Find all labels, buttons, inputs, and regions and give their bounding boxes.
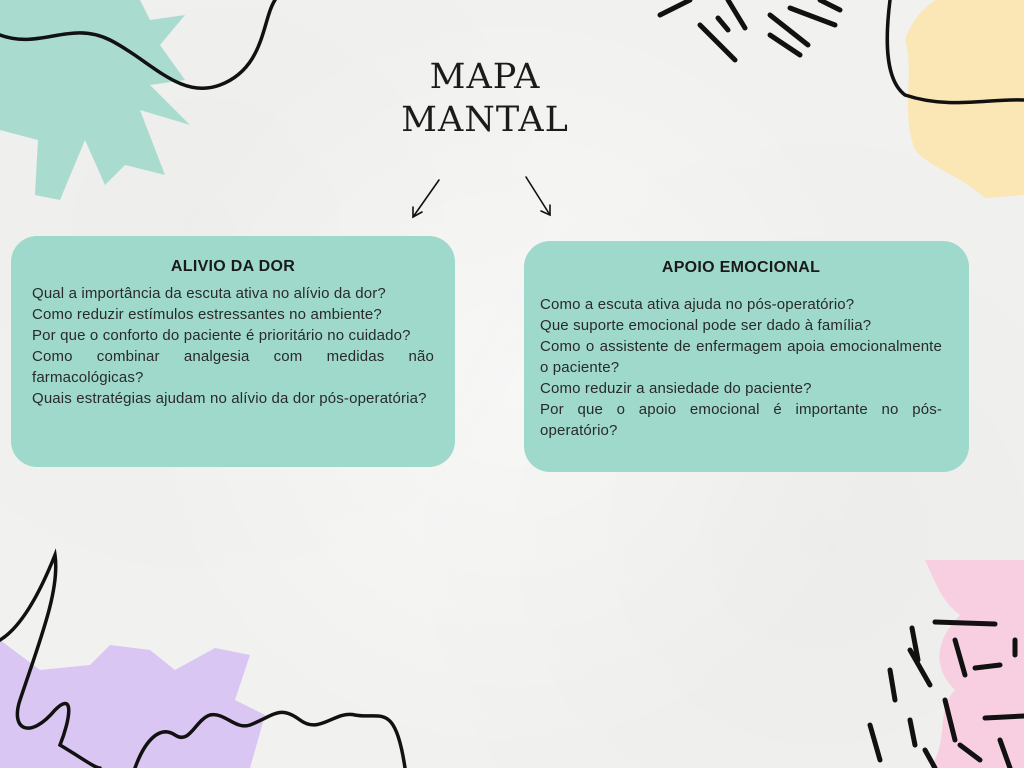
- squiggle-line-bottom-left: [0, 548, 102, 768]
- question-item: Qual a importância da escuta ativa no al…: [32, 285, 386, 302]
- dash-marks-bottom-right: [867, 619, 1024, 768]
- yellow-blob-shape: [905, 0, 1024, 198]
- mint-burst-shape: [0, 0, 190, 200]
- arrow-left-icon: [412, 179, 440, 219]
- question-item: Por que o apoio emocional é importante n…: [540, 401, 942, 439]
- pink-blob-shape: [925, 560, 1024, 768]
- page-title-line-1: MAPA: [429, 57, 541, 97]
- dash-marks-top: [657, 0, 843, 63]
- question-item: Quais estratégias ajudam no alívio da do…: [32, 390, 427, 407]
- question-item: Como o assistente de enfermagem apoia em…: [540, 338, 942, 376]
- question-item: Que suporte emocional pode ser dado à fa…: [540, 317, 872, 334]
- question-item: Como combinar analgesia com medidas não …: [32, 348, 434, 386]
- card-apoio-emocional: APOIO EMOCIONAL Como a escuta ativa ajud…: [524, 241, 969, 472]
- question-item: Como reduzir estímulos estressantes no a…: [32, 306, 382, 323]
- question-item: Como a escuta ativa ajuda no pós-operató…: [540, 296, 855, 313]
- lavender-splash-shape: [0, 640, 265, 768]
- card-heading: APOIO EMOCIONAL: [661, 259, 821, 276]
- squiggle-outline-top-right: [885, 0, 1024, 105]
- arrow-right-icon: [525, 176, 551, 217]
- question-item: Por que o conforto do paciente é priorit…: [32, 327, 411, 344]
- squiggle-line-top-left: [0, 0, 277, 91]
- question-item: Como reduzir a ansiedade do paciente?: [540, 380, 812, 397]
- question-list: Como a escuta ativa ajuda no pós-operató…: [540, 294, 942, 441]
- squiggle-wave-bottom: [133, 710, 407, 768]
- question-list: Qual a importância da escuta ativa no al…: [32, 283, 434, 409]
- page-title: MAPA MANTAL: [385, 56, 585, 142]
- card-alivio-da-dor: ALIVIO DA DOR Qual a importância da escu…: [11, 236, 455, 467]
- page-title-line-2: MANTAL: [401, 100, 569, 140]
- card-heading: ALIVIO DA DOR: [170, 258, 296, 275]
